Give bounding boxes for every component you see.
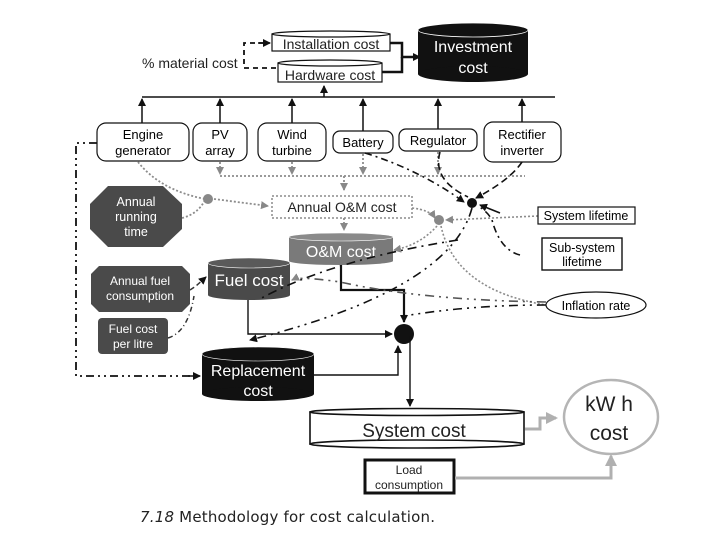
replacement-cost-cylinder: Replacement cost [201,346,315,401]
running-time-l2: running [115,210,157,224]
kwh-label-1: kW h [585,393,633,416]
sum-junction [394,324,414,344]
inflation-rate-label: Inflation rate [562,299,631,313]
hardware-cost-label: Hardware cost [285,67,375,83]
replacement-to-sum-line [314,345,402,376]
installation-to-investment-connector [390,41,414,59]
inflation-junction [434,215,444,225]
rectifier-label-1: Rectifier [498,127,546,142]
om-dotted-bus [137,152,525,219]
annual-fuel-consumption-input[interactable]: Annual fuel consumption [91,266,190,312]
figure-number: 7.18 [140,508,175,526]
investment-cost-line2: cost [458,60,488,77]
investment-cost-line1: Investment [434,39,513,56]
running-time-l1: Annual [117,195,156,209]
fuel-cost-cylinder: Fuel cost [207,257,291,300]
figure-caption: 7.18 Methodology for cost calculation. [140,508,435,526]
fuel-consumption-l1: Annual fuel [110,274,170,288]
component-pv-array[interactable]: PV array [192,122,248,162]
system-cost-cylinder: System cost [309,407,525,449]
load-consumption-l1: Load [396,463,423,477]
system-cost-label: System cost [362,421,466,442]
kwh-cost-node: kW h cost [562,378,660,456]
installation-cost-label: Installation cost [283,36,380,52]
installation-cost-cylinder: Installation cost [271,30,391,52]
engine-to-replacement-line [75,142,196,377]
figure-caption-text: Methodology for cost calculation. [179,508,436,526]
material-cost-label: % material cost [142,55,238,71]
fuel-cost-litre-l1: Fuel cost [109,322,158,336]
replacement-l2: cost [243,383,273,400]
system-lifetime-label: System lifetime [544,209,629,223]
investment-cost-cylinder: Investment cost [417,22,529,82]
component-bus [138,85,555,131]
engine-label-1: Engine [123,127,163,142]
annual-om-cost-box: Annual O&M cost [271,195,413,219]
load-consumption-l2: consumption [375,478,443,492]
battery-label: Battery [342,135,384,150]
subsystem-lifetime-input[interactable]: Sub-system lifetime [541,237,623,271]
engine-label-2: generator [115,143,171,158]
inflation-connectors [393,207,547,306]
pv-label-1: PV [211,127,229,142]
inflation-to-costs [291,273,547,317]
fuel-litre-to-fuel-connector [167,295,195,339]
fuel-consumption-to-fuel-arrow [189,276,207,291]
system-lifetime-input[interactable]: System lifetime [537,206,636,225]
annual-running-time-input[interactable]: Annual running time [90,186,182,247]
replacement-l1: Replacement [211,363,306,380]
component-battery[interactable]: Battery [332,130,394,154]
fuel-cost-per-litre-input[interactable]: Fuel cost per litre [98,318,168,354]
regulator-label: Regulator [410,133,467,148]
lifetime-connectors [249,151,523,343]
load-consumption-input[interactable]: Load consumption [363,458,456,495]
rectifier-label-2: inverter [500,143,544,158]
om-to-sum-line [339,265,408,323]
om-cost-label: O&M cost [306,244,377,261]
fuel-cost-litre-l2: per litre [113,337,153,351]
wind-label-2: turbine [272,143,312,158]
material-cost-bracket [243,39,280,69]
component-engine-generator[interactable]: Engine generator [96,122,190,162]
hardware-cost-cylinder: Hardware cost [277,59,383,83]
lifetime-junction [467,198,477,208]
annual-om-label: Annual O&M cost [288,199,397,215]
fuel-consumption-l2: consumption [106,289,174,303]
kwh-label-2: cost [590,422,629,445]
wind-label-1: Wind [277,127,307,142]
inflation-rate-input[interactable]: Inflation rate [545,291,647,319]
om-cost-cylinder: O&M cost [288,232,394,265]
pv-label-2: array [205,143,235,158]
system-to-kwh-arrow [525,412,558,431]
fuel-cost-label: Fuel cost [215,271,284,290]
running-time-l3: time [124,225,148,239]
load-to-kwh-arrow [455,454,617,480]
fuel-to-sum-line [247,300,393,338]
subsystem-lifetime-l1: Sub-system [549,241,615,255]
running-time-junction [203,194,213,204]
component-regulator[interactable]: Regulator [398,128,478,152]
component-wind-turbine[interactable]: Wind turbine [257,122,327,162]
component-rectifier-inverter[interactable]: Rectifier inverter [483,121,562,163]
subsystem-lifetime-l2: lifetime [562,255,602,269]
hardware-to-investment-connector [382,57,404,74]
